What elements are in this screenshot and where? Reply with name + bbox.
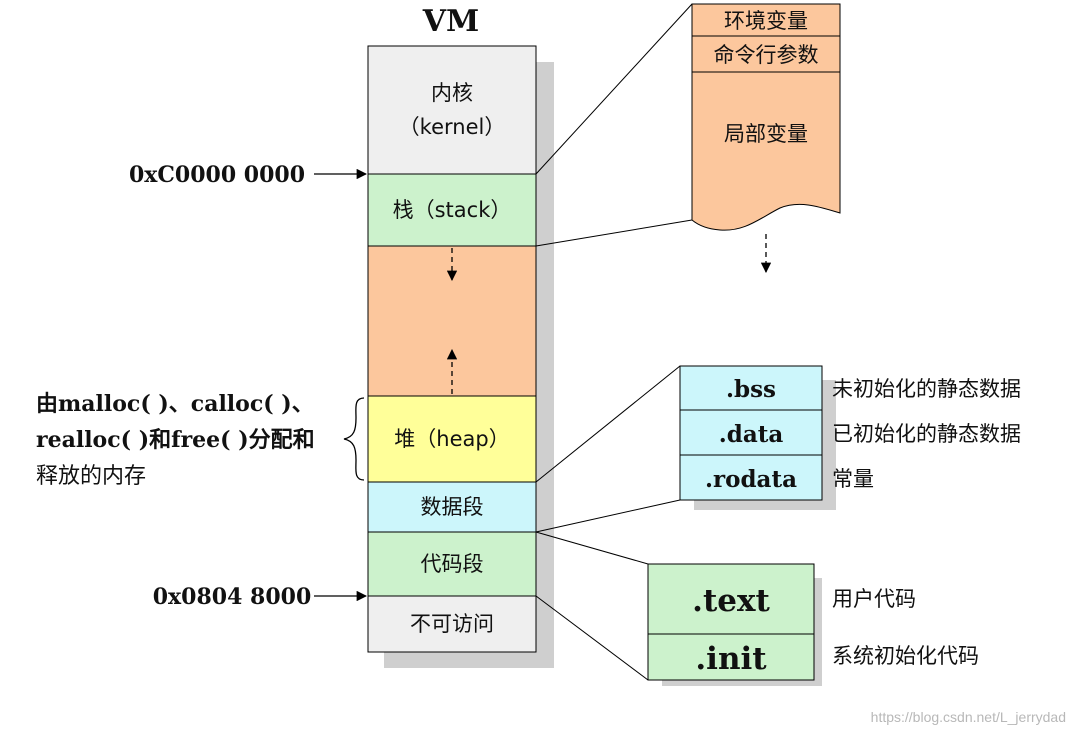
- vm-title: VM: [422, 4, 479, 39]
- data-segment-label: 数据段: [421, 495, 484, 519]
- heap-segment: [367, 395, 537, 483]
- data-description: 已初始化的静态数据: [832, 422, 1021, 446]
- stack-zoom-line-bottom: [535, 219, 693, 247]
- inaccessible-label: 不可访问: [410, 612, 494, 636]
- data-detail: .bss .data .rodata 未初始化的静态数据 已初始化的静态数据 常…: [679, 365, 1021, 510]
- rodata-cell: [679, 454, 823, 501]
- data-cell: [679, 409, 823, 456]
- stack-segment: [367, 173, 537, 247]
- local-vars-cell: [691, 71, 841, 231]
- code-detail: .text .init 用户代码 系统初始化代码: [647, 563, 979, 686]
- data-zoom-line-top: [535, 365, 681, 483]
- code-segment-label: 代码段: [421, 552, 484, 576]
- watermark: https://blog.csdn.net/L_jerrydad: [871, 709, 1066, 725]
- heap-brace: [343, 397, 365, 481]
- bss-cell: [679, 365, 823, 411]
- bss-description: 未初始化的静态数据: [832, 377, 1021, 401]
- init-description: 系统初始化代码: [832, 644, 979, 668]
- code-start-address: 0x0804 8000: [153, 584, 312, 610]
- stack-detail: 环境变量 命令行参数 局部变量: [691, 3, 841, 274]
- stack-zoom-line-top: [535, 3, 693, 175]
- kernel-boundary-address: 0xC0000 0000: [129, 162, 305, 188]
- code-zoom-line-bottom: [535, 595, 649, 681]
- init-cell: [647, 633, 815, 681]
- heap-note-line3: 释放的内存: [36, 464, 146, 489]
- rodata-label: .rodata: [705, 466, 797, 493]
- env-vars-label: 环境变量: [724, 9, 808, 33]
- kernel-segment: [367, 45, 537, 175]
- init-label: .init: [695, 641, 767, 677]
- code-zoom-line-top: [535, 531, 649, 565]
- bss-label: .bss: [726, 376, 776, 403]
- data-label: .data: [719, 421, 784, 448]
- kernel-label-en: （kernel）: [399, 115, 506, 139]
- data-zoom-line-bottom: [535, 499, 681, 533]
- heap-label: 堆（heap）: [394, 427, 509, 451]
- kernel-label: 内核: [431, 81, 473, 105]
- text-cell: [647, 563, 815, 635]
- cmd-args-cell: [691, 35, 841, 73]
- text-description: 用户代码: [832, 587, 916, 611]
- inaccessible-segment: [367, 595, 537, 653]
- rodata-description: 常量: [832, 467, 874, 491]
- env-vars-cell: [691, 3, 841, 37]
- cmd-args-label: 命令行参数: [714, 43, 819, 67]
- text-label: .text: [692, 583, 770, 619]
- local-vars-label: 局部变量: [724, 122, 808, 146]
- heap-note-line2: realloc( )和free( )分配和: [36, 427, 315, 453]
- heap-note-line1: 由malloc( )、calloc( )、: [36, 391, 314, 417]
- stack-label: 栈（stack）: [393, 198, 512, 222]
